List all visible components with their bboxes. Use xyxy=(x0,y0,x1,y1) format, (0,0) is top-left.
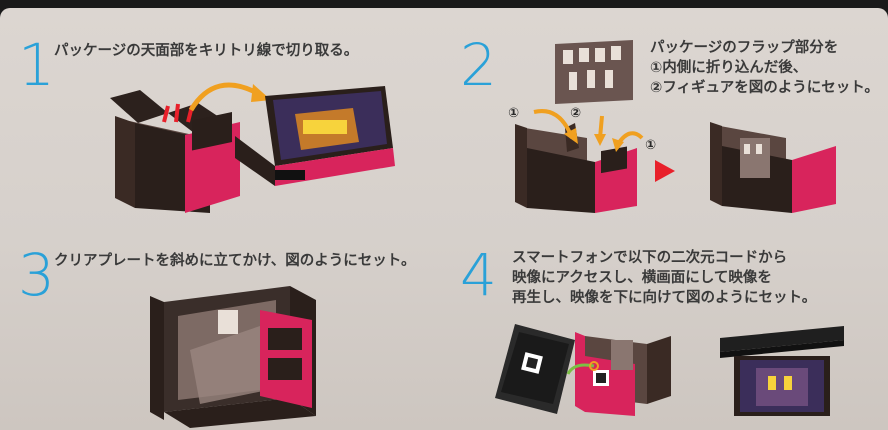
step-3-number: 3 xyxy=(18,246,55,304)
next-arrow-icon xyxy=(655,160,679,184)
step-2-line-1: パッケージのフラップ部分を xyxy=(650,38,838,58)
step-4-line-2: 映像にアクセスし、横画面にして映像を xyxy=(512,268,772,288)
step-4-number: 4 xyxy=(460,246,497,304)
step-1-lid-illustration xyxy=(235,86,395,196)
fold-marker-1-right: ① xyxy=(645,136,656,156)
step-3-text: クリアプレートを斜めに立てかけ、図のようにセット。 xyxy=(54,251,415,271)
step-2-number: 2 xyxy=(460,36,497,94)
step-3-box-illustration xyxy=(150,280,320,428)
step-2-fold-arrows xyxy=(520,98,670,168)
step-4-result-illustration xyxy=(720,326,845,418)
fold-marker-2: ② xyxy=(570,104,581,124)
step-4-line-3: 再生し、映像を下に向けて図のようにセット。 xyxy=(512,288,816,308)
step-1-number: 1 xyxy=(18,36,55,94)
step-1-text: パッケージの天面部をキリトリ線で切り取る。 xyxy=(54,41,358,61)
instruction-panel: 1 パッケージの天面部をキリトリ線で切り取る。 2 パッケージのフラップ xyxy=(0,8,888,430)
step-2-result-box-illustration xyxy=(700,108,840,213)
step-2-line-2: ①内側に折り込んだ後、 xyxy=(650,58,807,78)
qr-scan-arrow-icon xyxy=(560,360,600,384)
step-4-line-1: スマートフォンで以下の二次元コードから xyxy=(512,248,787,268)
step-2-line-3: ②フィギュアを図のようにセット。 xyxy=(650,78,879,98)
fold-marker-1-left: ① xyxy=(508,104,519,124)
